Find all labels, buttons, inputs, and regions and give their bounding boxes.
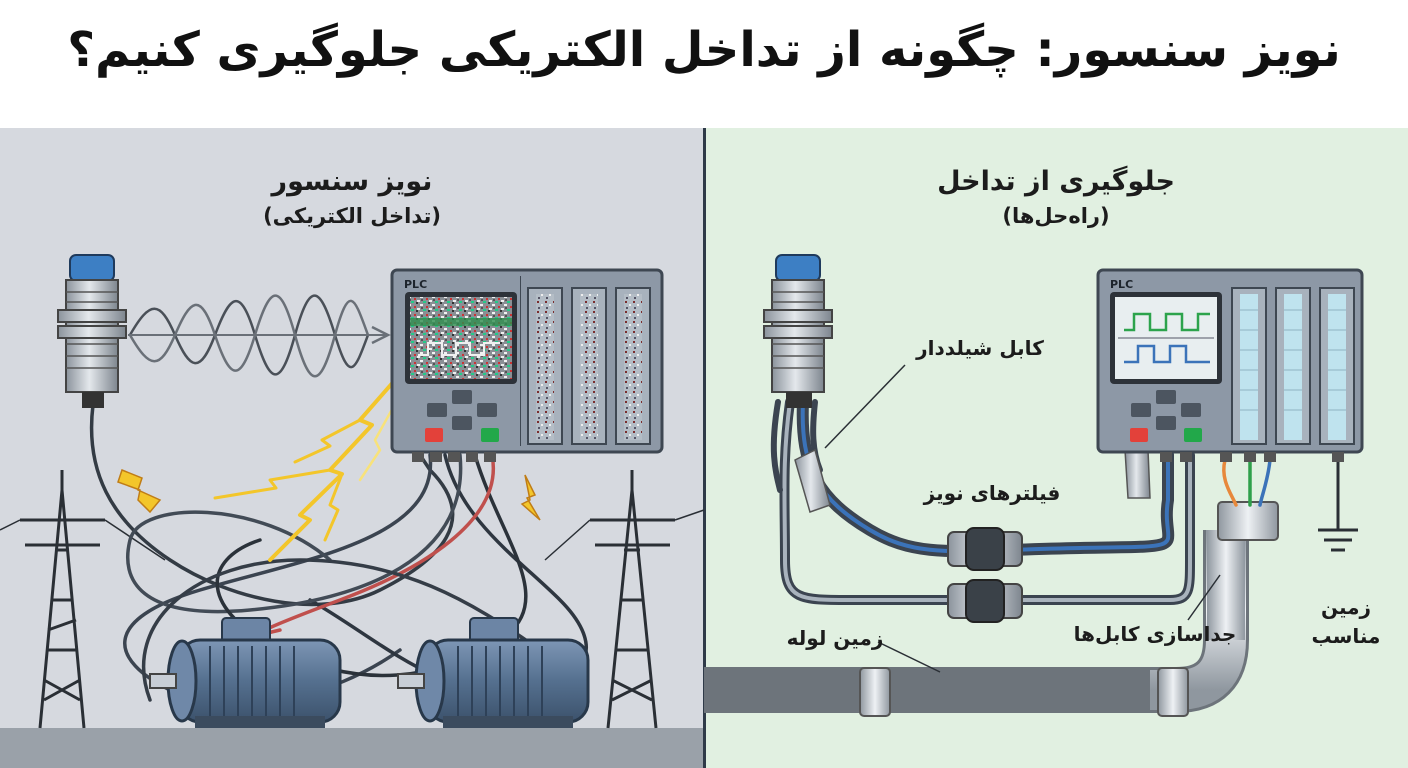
right-plc [1098, 270, 1362, 462]
proper-ground-label-line1: زمین [1296, 595, 1396, 619]
noise-filters-label: فیلترهای نویز [912, 481, 1072, 505]
main-title: نویز سنسور: چگونه از تداخل الکتریکی جلوگ… [0, 22, 1408, 78]
left-panel-subtitle: (تداخل الکتریکی) [212, 204, 492, 228]
right-panel-subtitle: (راه‌حل‌ها) [916, 204, 1196, 228]
shielded-cable-label: کابل شیلددار [905, 336, 1055, 360]
left-plc [392, 270, 662, 462]
cable-separation-label: جداسازی کابل‌ها [1060, 622, 1250, 646]
conduit-ground-label: زمین لوله [760, 626, 910, 650]
left-panel-title: نویز سنسور [212, 166, 492, 197]
proper-ground-label-line2: مناسب [1296, 624, 1396, 648]
title-bar: نویز سنسور: چگونه از تداخل الکتریکی جلوگ… [0, 0, 1408, 128]
left-plc-label: PLC [404, 278, 427, 291]
ground-strip [0, 728, 704, 768]
right-panel-title: جلوگیری از تداخل [916, 166, 1196, 197]
right-plc-label: PLC [1110, 278, 1133, 291]
